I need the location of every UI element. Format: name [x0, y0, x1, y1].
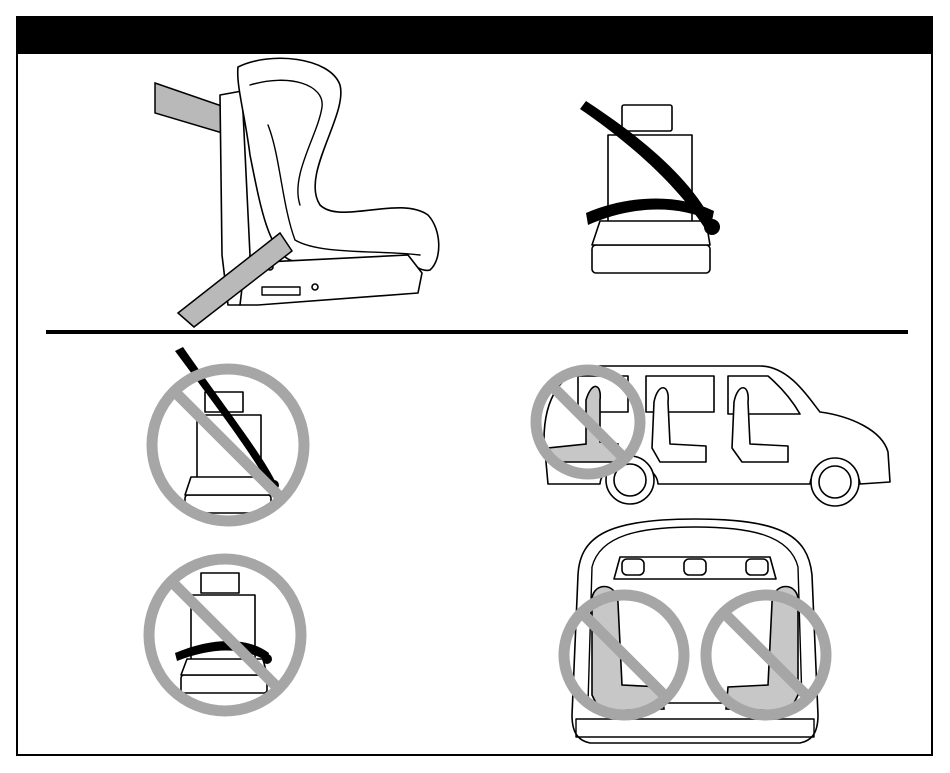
van-side-figure [530, 360, 895, 510]
headrest-right [746, 559, 768, 575]
child-seat-side-illustration [150, 55, 450, 330]
belt-buckle [262, 654, 272, 664]
seat-cushion [592, 245, 710, 273]
base-screw [312, 284, 318, 290]
diagonal-only-illustration [143, 345, 313, 520]
header-bar [16, 16, 933, 54]
headrest [622, 105, 672, 131]
headrest-center [684, 559, 706, 575]
header-title [16, 25, 30, 45]
diagonal-only-prohibited-figure [143, 345, 313, 520]
child-seat-shell [238, 58, 439, 270]
headrest-left [622, 559, 644, 575]
headrest [201, 573, 239, 593]
van-rear-illustration [560, 515, 830, 753]
section-divider [46, 330, 908, 334]
van-rear-figure [560, 515, 830, 753]
correct-belt-illustration [578, 95, 738, 285]
lap-only-illustration [143, 555, 313, 720]
rear-wheel-hub [819, 466, 851, 498]
belt-buckle [704, 219, 720, 235]
correct-belt-figure [578, 95, 738, 285]
seat-cushion [181, 675, 267, 693]
child-seat-side-figure [150, 55, 450, 330]
lap-only-prohibited-figure [143, 555, 313, 720]
van-side-illustration [530, 360, 895, 510]
seat-cushion-top [592, 221, 710, 245]
